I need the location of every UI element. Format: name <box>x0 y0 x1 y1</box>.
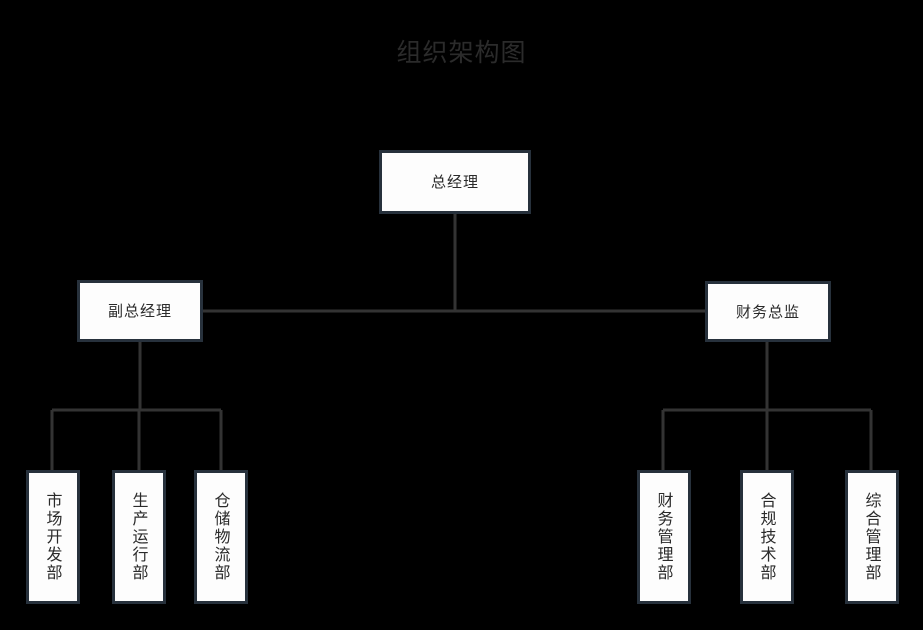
org-node-cfo[interactable]: 财务总监 <box>705 281 831 342</box>
org-node-market[interactable]: 市场开发部 <box>26 470 80 604</box>
org-node-label: 副总经理 <box>107 302 172 320</box>
org-node-finance-management[interactable]: 财务管理部 <box>637 470 691 604</box>
org-node-warehouse[interactable]: 仓储物流部 <box>194 470 248 604</box>
org-node-root[interactable]: 总经理 <box>379 150 531 214</box>
org-node-label: 市场开发部 <box>43 492 63 582</box>
org-node-label: 生产运行部 <box>129 492 149 582</box>
org-node-label: 综合管理部 <box>862 492 882 582</box>
org-node-general-management[interactable]: 综合管理部 <box>845 470 899 604</box>
org-node-label: 财务总监 <box>735 302 800 321</box>
org-node-label: 总经理 <box>430 173 479 191</box>
org-node-deputy-gm[interactable]: 副总经理 <box>77 280 203 342</box>
page-title: 组织架构图 <box>396 38 527 67</box>
org-node-label: 财务管理部 <box>654 492 674 582</box>
org-node-production[interactable]: 生产运行部 <box>112 470 166 604</box>
org-node-compliance[interactable]: 合规技术部 <box>740 470 794 604</box>
org-node-label: 合规技术部 <box>757 492 777 582</box>
org-node-label: 仓储物流部 <box>211 492 231 582</box>
